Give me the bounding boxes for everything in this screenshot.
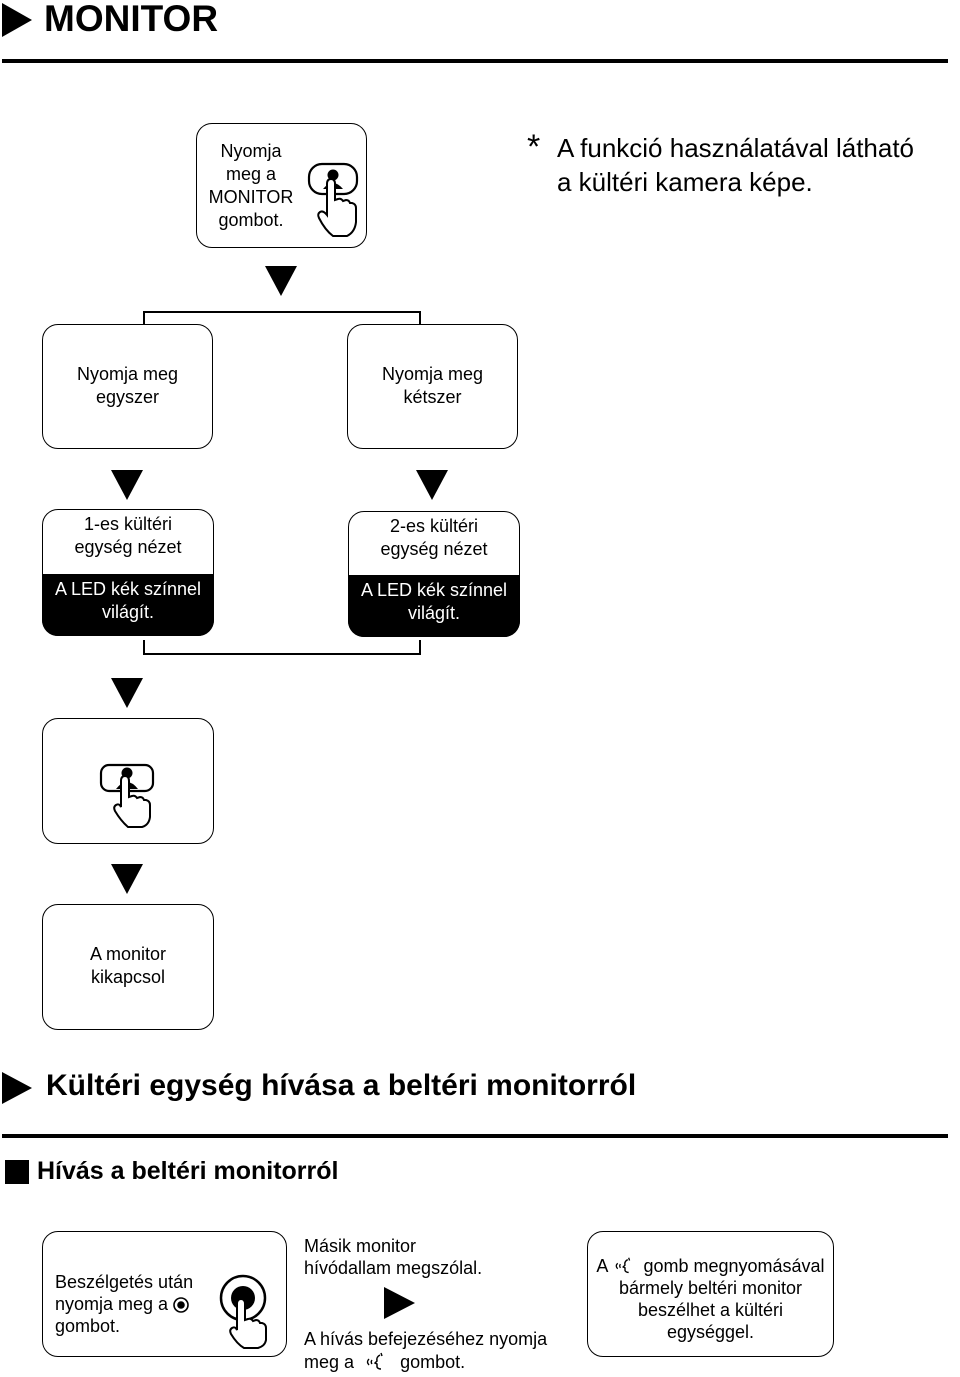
down-arrow-icon xyxy=(265,266,297,296)
subsection-title-call: Hívás a beltéri monitorról xyxy=(37,1157,339,1185)
end-call-instruction: A hívás befejezéséhez nyomja meg a gombo… xyxy=(304,1329,548,1372)
section-rule xyxy=(2,59,948,63)
monitor-button-hand-icon xyxy=(307,162,359,237)
end-call-line1: Beszélgetés után xyxy=(55,1272,194,1292)
down-arrow-icon xyxy=(111,864,143,894)
step-press-monitor-box: Nyomja meg a MONITOR gombot. xyxy=(196,123,367,248)
square-bullet-icon xyxy=(5,1160,29,1184)
view-outdoor-2-box: 2-es kültéri egység nézet A LED kék szín… xyxy=(348,511,520,637)
down-arrow-icon xyxy=(111,470,143,500)
end-call-box: Beszélgetés után nyomja meg a gombot. xyxy=(42,1231,287,1357)
merge-bracket xyxy=(143,653,421,655)
section-marker-icon xyxy=(2,3,32,37)
step-press-monitor-text: Nyomja meg a MONITOR gombot. xyxy=(208,141,294,230)
talk-icon xyxy=(616,1257,631,1274)
split-bracket xyxy=(143,311,421,313)
call-button-hand-icon xyxy=(219,1274,267,1349)
play-triangle-icon xyxy=(384,1287,415,1319)
section-title-call: Kültéri egység hívása a beltéri monitorr… xyxy=(46,1069,637,1102)
note-text: A funkció használatával látható a kültér… xyxy=(557,133,915,197)
led-status-1: A LED kék színnel világít. xyxy=(42,574,214,636)
ring-info-text: Másik monitor hívódallam megszólal. xyxy=(304,1236,483,1278)
end-call-line3: gombot. xyxy=(55,1316,121,1336)
end-call-line2: nyomja meg a xyxy=(55,1294,169,1314)
led-status-2: A LED kék színnel világít. xyxy=(348,575,520,637)
note-asterisk: * xyxy=(527,128,541,166)
call-button-icon xyxy=(173,1297,189,1313)
view-outdoor-1-box: 1-es kültéri egység nézet A LED kék szín… xyxy=(42,509,214,636)
talk-icon xyxy=(366,1352,383,1370)
section-rule xyxy=(2,1134,948,1138)
monitor-button-hand-icon xyxy=(99,763,155,828)
section-marker-icon xyxy=(2,1072,32,1104)
monitor-off-box: A monitor kikapcsol xyxy=(42,904,214,1030)
down-arrow-icon xyxy=(111,678,143,708)
press-once-box: Nyomja meg egyszer xyxy=(42,324,213,449)
press-monitor-again-box xyxy=(42,718,214,844)
press-twice-box: Nyomja meg kétszer xyxy=(347,324,518,449)
talk-anywhere-box: A gomb megnyomásával bármely beltéri mon… xyxy=(587,1231,834,1357)
section-title-monitor: MONITOR xyxy=(44,0,219,39)
down-arrow-icon xyxy=(416,470,448,500)
